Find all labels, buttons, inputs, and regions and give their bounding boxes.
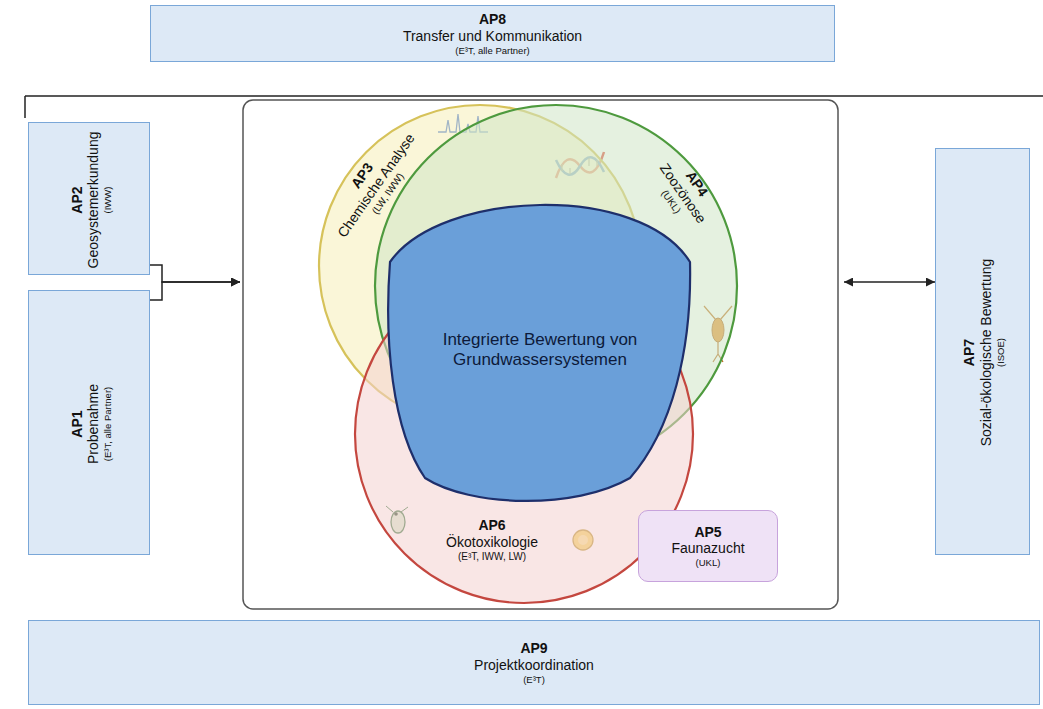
work-package-title: Transfer und Kommunikation (403, 28, 582, 45)
work-package-band: AP8Transfer und Kommunikation(E³T, alle … (150, 5, 835, 62)
text-group: Integrierte Bewertung von Grundwassersys… (443, 330, 638, 371)
work-package-title: Projektkoordination (474, 657, 594, 674)
partner-list: (IWW) (101, 186, 112, 213)
text-group: AP6Ökotoxikologie(E³T, IWW, LW) (446, 517, 538, 563)
ap-number: AP9 (520, 640, 547, 657)
text-group: AP8Transfer und Kommunikation(E³T, alle … (151, 6, 834, 61)
work-package-box: AP5Faunazucht(UKL) (638, 510, 778, 582)
flow-arrow (844, 281, 935, 283)
ap-number: AP5 (694, 524, 721, 541)
text-group: AP7Sozial-ökologische Bewertung(ISOE) (936, 149, 1031, 556)
work-package-title: Geosystemerkundung (84, 131, 101, 268)
ap-number: AP2 (68, 186, 85, 213)
work-package-band: AP9Projektkoordination(E³T) (28, 620, 1040, 705)
flow-arrow (150, 282, 240, 300)
work-package-title: Sozial-ökologische Bewertung (978, 259, 995, 447)
text-group: AP1Probenahme(E³T, alle Partner) (29, 291, 151, 556)
bracket-line (25, 95, 1043, 97)
partner-list: (E³T, IWW, LW) (458, 551, 526, 563)
ap-number: AP8 (479, 11, 506, 28)
text-group: AP5Faunazucht(UKL) (639, 511, 777, 581)
partner-list: (E³T, alle Partner) (455, 45, 529, 56)
bracket-tick (24, 96, 26, 118)
work-package-box: AP7Sozial-ökologische Bewertung(ISOE) (935, 148, 1030, 555)
partner-list: (E³T) (523, 674, 545, 685)
text-group: AP2Geosystemerkundung(IWW) (29, 123, 151, 276)
partner-list: (E³T, alle Partner) (101, 386, 112, 460)
partner-list: (UKL) (696, 557, 721, 568)
flow-arrow (150, 265, 240, 282)
ap-number: AP1 (68, 410, 85, 437)
work-package-title: Ökotoxikologie (446, 534, 538, 551)
ap-number: AP7 (961, 339, 978, 366)
center-label: Integrierte Bewertung von Grundwassersys… (443, 330, 638, 371)
work-package-box: AP1Probenahme(E³T, alle Partner) (28, 290, 150, 555)
text-group: AP9Projektkoordination(E³T) (29, 621, 1039, 704)
partner-list: (ISOE) (995, 338, 1006, 367)
work-package-box: AP2Geosystemerkundung(IWW) (28, 122, 150, 275)
work-package-title: Faunazucht (671, 540, 744, 557)
ap-number: AP6 (478, 517, 505, 534)
work-package-title: Probenahme (84, 383, 101, 463)
integrated-assessment-shape: Integrierte Bewertung von Grundwassersys… (380, 175, 700, 515)
assessment-frame (243, 100, 838, 609)
